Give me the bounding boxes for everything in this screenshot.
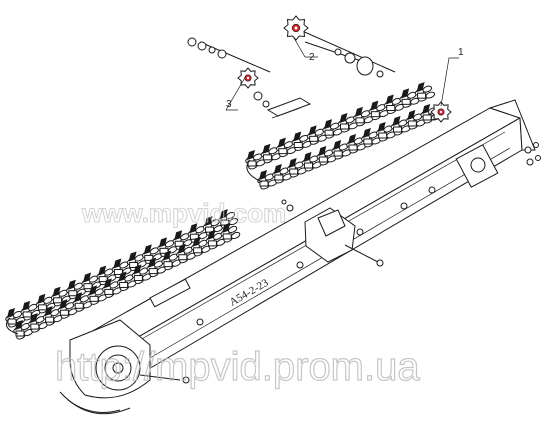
- watermark-middle: www.mpvid.com: [81, 198, 286, 228]
- callout-leaders: [225, 37, 459, 111]
- sprocket-1: [430, 101, 452, 123]
- sprocket-3: [237, 67, 259, 89]
- upper-scraper-chain: [245, 82, 441, 190]
- callout-3: 3: [226, 99, 232, 110]
- end-fasteners: [524, 142, 541, 166]
- sprocket-2: [283, 15, 309, 41]
- left-scraper-chain: [5, 209, 241, 340]
- middle-bracket: [281, 199, 384, 267]
- callout-2: 2: [309, 52, 315, 63]
- sprocket-shaft-assembly: [187, 29, 396, 119]
- callout-1: 1: [458, 47, 464, 58]
- watermark-bottom: http://mpvid.prom.ua: [55, 345, 420, 389]
